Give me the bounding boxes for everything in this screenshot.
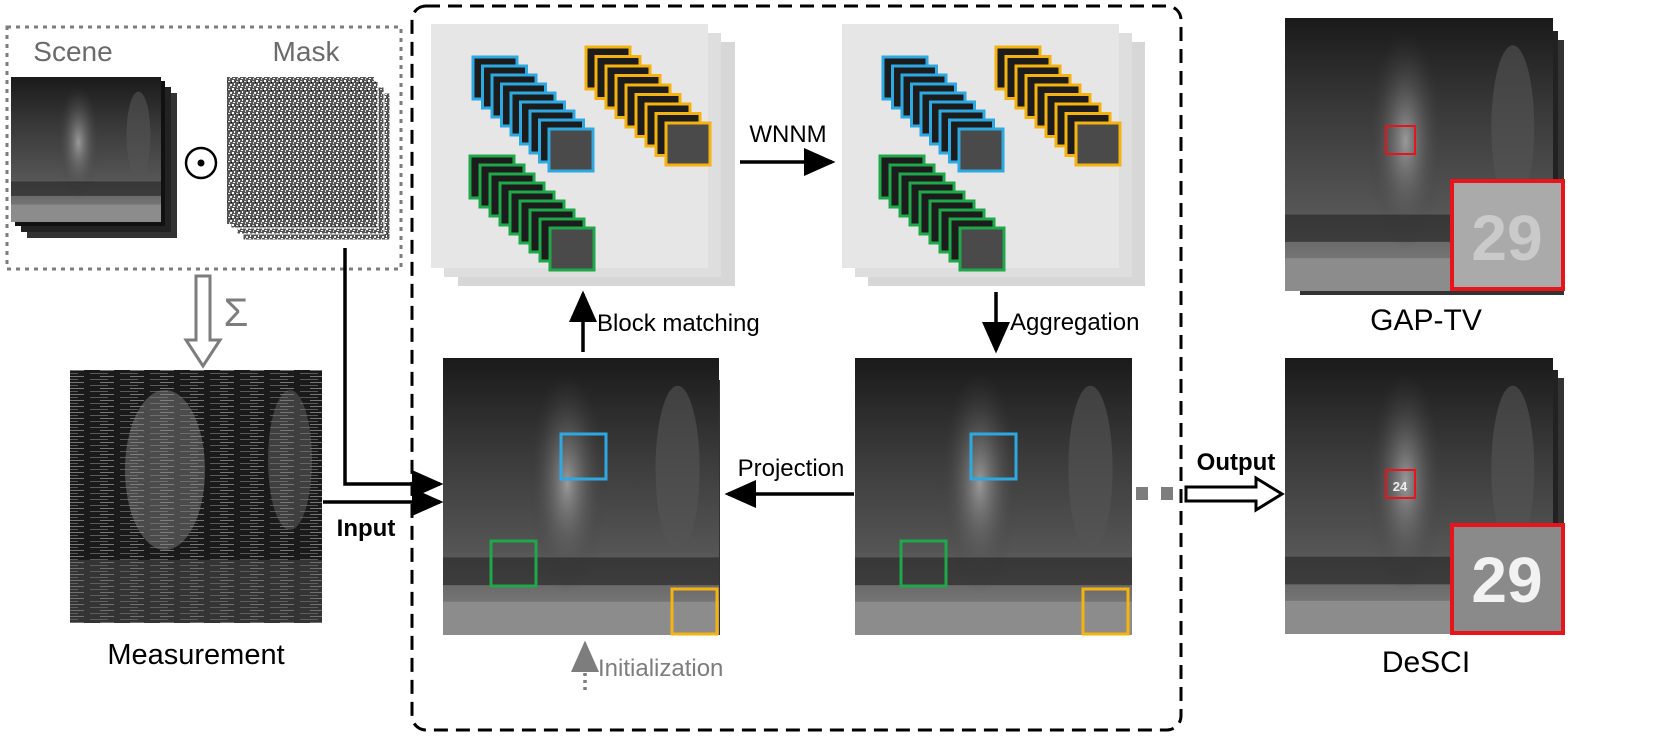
- measurement-label: Measurement: [107, 639, 284, 671]
- desci-zoom-inset: [1450, 523, 1565, 635]
- green-patch: [548, 226, 596, 272]
- gap-tv-zoom-inset: [1450, 179, 1565, 291]
- desci-iteration-box: [410, 4, 1183, 732]
- gap-tv-label: GAP-TV: [1370, 304, 1482, 337]
- green-patch: [958, 226, 1006, 272]
- yellow-patch-box: [1081, 587, 1130, 636]
- yellow-patch: [1074, 121, 1122, 167]
- patch-stacks-after: [878, 45, 1122, 272]
- yellow-patch: [664, 121, 712, 167]
- mask-to-input-line: [343, 248, 444, 498]
- aggregated-frame-stack: [855, 358, 1132, 636]
- blue-patch-box: [559, 432, 608, 481]
- initialization-label: Initialization: [598, 655, 723, 682]
- gap-tv-result-stack: 29: [1285, 18, 1565, 295]
- output-arrow: [1184, 475, 1285, 513]
- patch-stacks-before: [468, 45, 712, 272]
- green-patch-box: [899, 539, 948, 588]
- blue-patch-box: [969, 432, 1018, 481]
- aggregation-label: Aggregation: [1010, 309, 1139, 336]
- output-label: Output: [1197, 449, 1276, 476]
- scene-frame-stack: [11, 77, 177, 238]
- estimate-frame-stack: [443, 358, 720, 636]
- sum-symbol: Σ: [224, 291, 249, 335]
- sum-arrow: [183, 274, 223, 369]
- iteration-continuation-dashes: [1136, 487, 1173, 500]
- blue-patch: [547, 127, 595, 173]
- mask-label: Mask: [273, 36, 341, 67]
- desci-jersey-number: 24: [1393, 479, 1408, 494]
- desci-label: DeSCI: [1382, 646, 1470, 679]
- wnnm-label: WNNM: [749, 121, 826, 148]
- measurement-image: [70, 370, 322, 623]
- scene-label: Scene: [33, 36, 112, 67]
- gap-tv-zoom-number: 29: [1471, 202, 1542, 274]
- yellow-patch-box: [670, 587, 719, 636]
- desci-result-stack: 24 29: [1285, 358, 1565, 635]
- green-patch-box: [489, 539, 538, 588]
- input-label: Input: [337, 515, 396, 542]
- desci-zoom-number: 29: [1471, 544, 1542, 616]
- blue-patch: [957, 127, 1005, 173]
- gap-tv-jersey-box: [1385, 125, 1416, 155]
- desci-jersey-box: [1385, 469, 1416, 499]
- elementwise-product-symbol: [184, 146, 218, 180]
- block-matching-label: Block matching: [597, 310, 760, 337]
- mask-frame-stack: [227, 77, 391, 241]
- input-data-box: [5, 25, 403, 271]
- projection-label: Projection: [738, 455, 845, 482]
